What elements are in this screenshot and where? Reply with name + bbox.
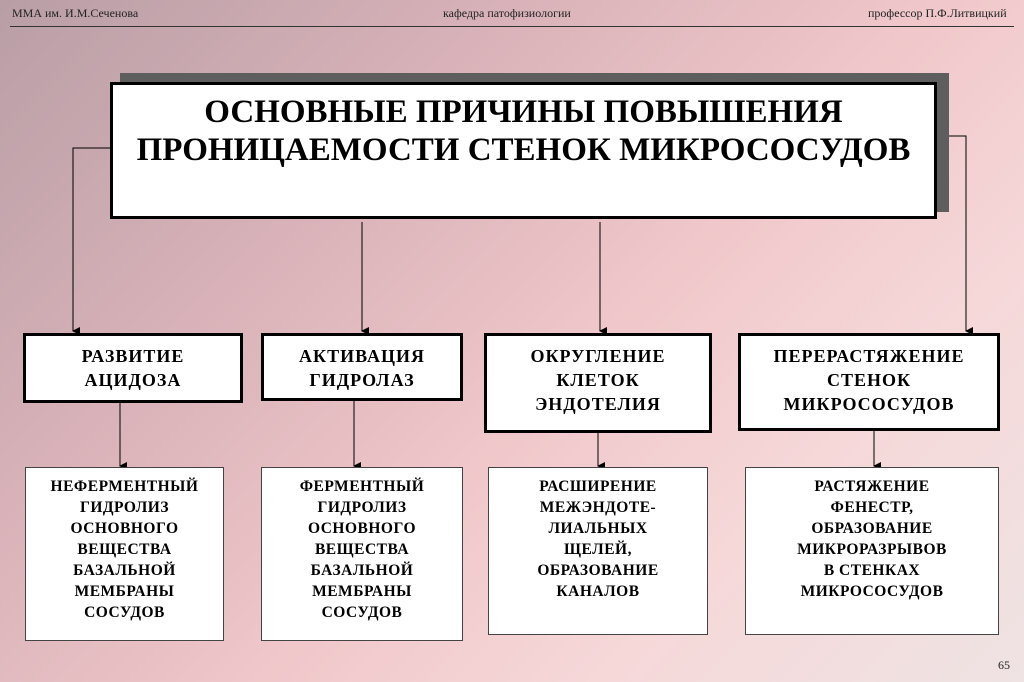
effect-box-gaps: РАСШИРЕНИЕ МЕЖЭНДОТЕ- ЛИАЛЬНЫХ ЩЕЛЕЙ, ОБ… — [488, 467, 708, 635]
cause-box-acidosis: РАЗВИТИЕ АЦИДОЗА — [23, 333, 243, 403]
effect-box-fenestrae: РАСТЯЖЕНИЕ ФЕНЕСТР, ОБРАЗОВАНИЕ МИКРОРАЗ… — [745, 467, 999, 635]
header-divider — [10, 26, 1014, 27]
arrow-title-to-cause-1 — [72, 147, 110, 335]
cause-box-overstretch: ПЕРЕРАСТЯЖЕНИЕ СТЕНОК МИКРОСОСУДОВ — [738, 333, 1000, 431]
diagram-title: ОСНОВНЫЕ ПРИЧИНЫ ПОВЫШЕНИЯ ПРОНИЦАЕМОСТИ… — [136, 94, 911, 168]
page-number: 65 — [998, 658, 1010, 672]
title-box: ОСНОВНЫЕ ПРИЧИНЫ ПОВЫШЕНИЯ ПРОНИЦАЕМОСТИ… — [110, 82, 937, 219]
header-author: профессор П.Ф.Литвицкий — [868, 6, 1007, 20]
header-department: кафедра патофизиологии — [443, 6, 571, 20]
cause-box-hydrolases: АКТИВАЦИЯ ГИДРОЛАЗ — [261, 333, 463, 401]
arrow-title-to-cause-4 — [949, 135, 973, 335]
effect-box-nonenzymatic: НЕФЕРМЕНТНЫЙ ГИДРОЛИЗ ОСНОВНОГО ВЕЩЕСТВА… — [25, 467, 224, 641]
effect-box-enzymatic: ФЕРМЕНТНЫЙ ГИДРОЛИЗ ОСНОВНОГО ВЕЩЕСТВА Б… — [261, 467, 463, 641]
header-institution: ММА им. И.М.Сеченова — [12, 6, 139, 20]
cause-box-endothelium: ОКРУГЛЕНИЕ КЛЕТОК ЭНДОТЕЛИЯ — [484, 333, 712, 433]
